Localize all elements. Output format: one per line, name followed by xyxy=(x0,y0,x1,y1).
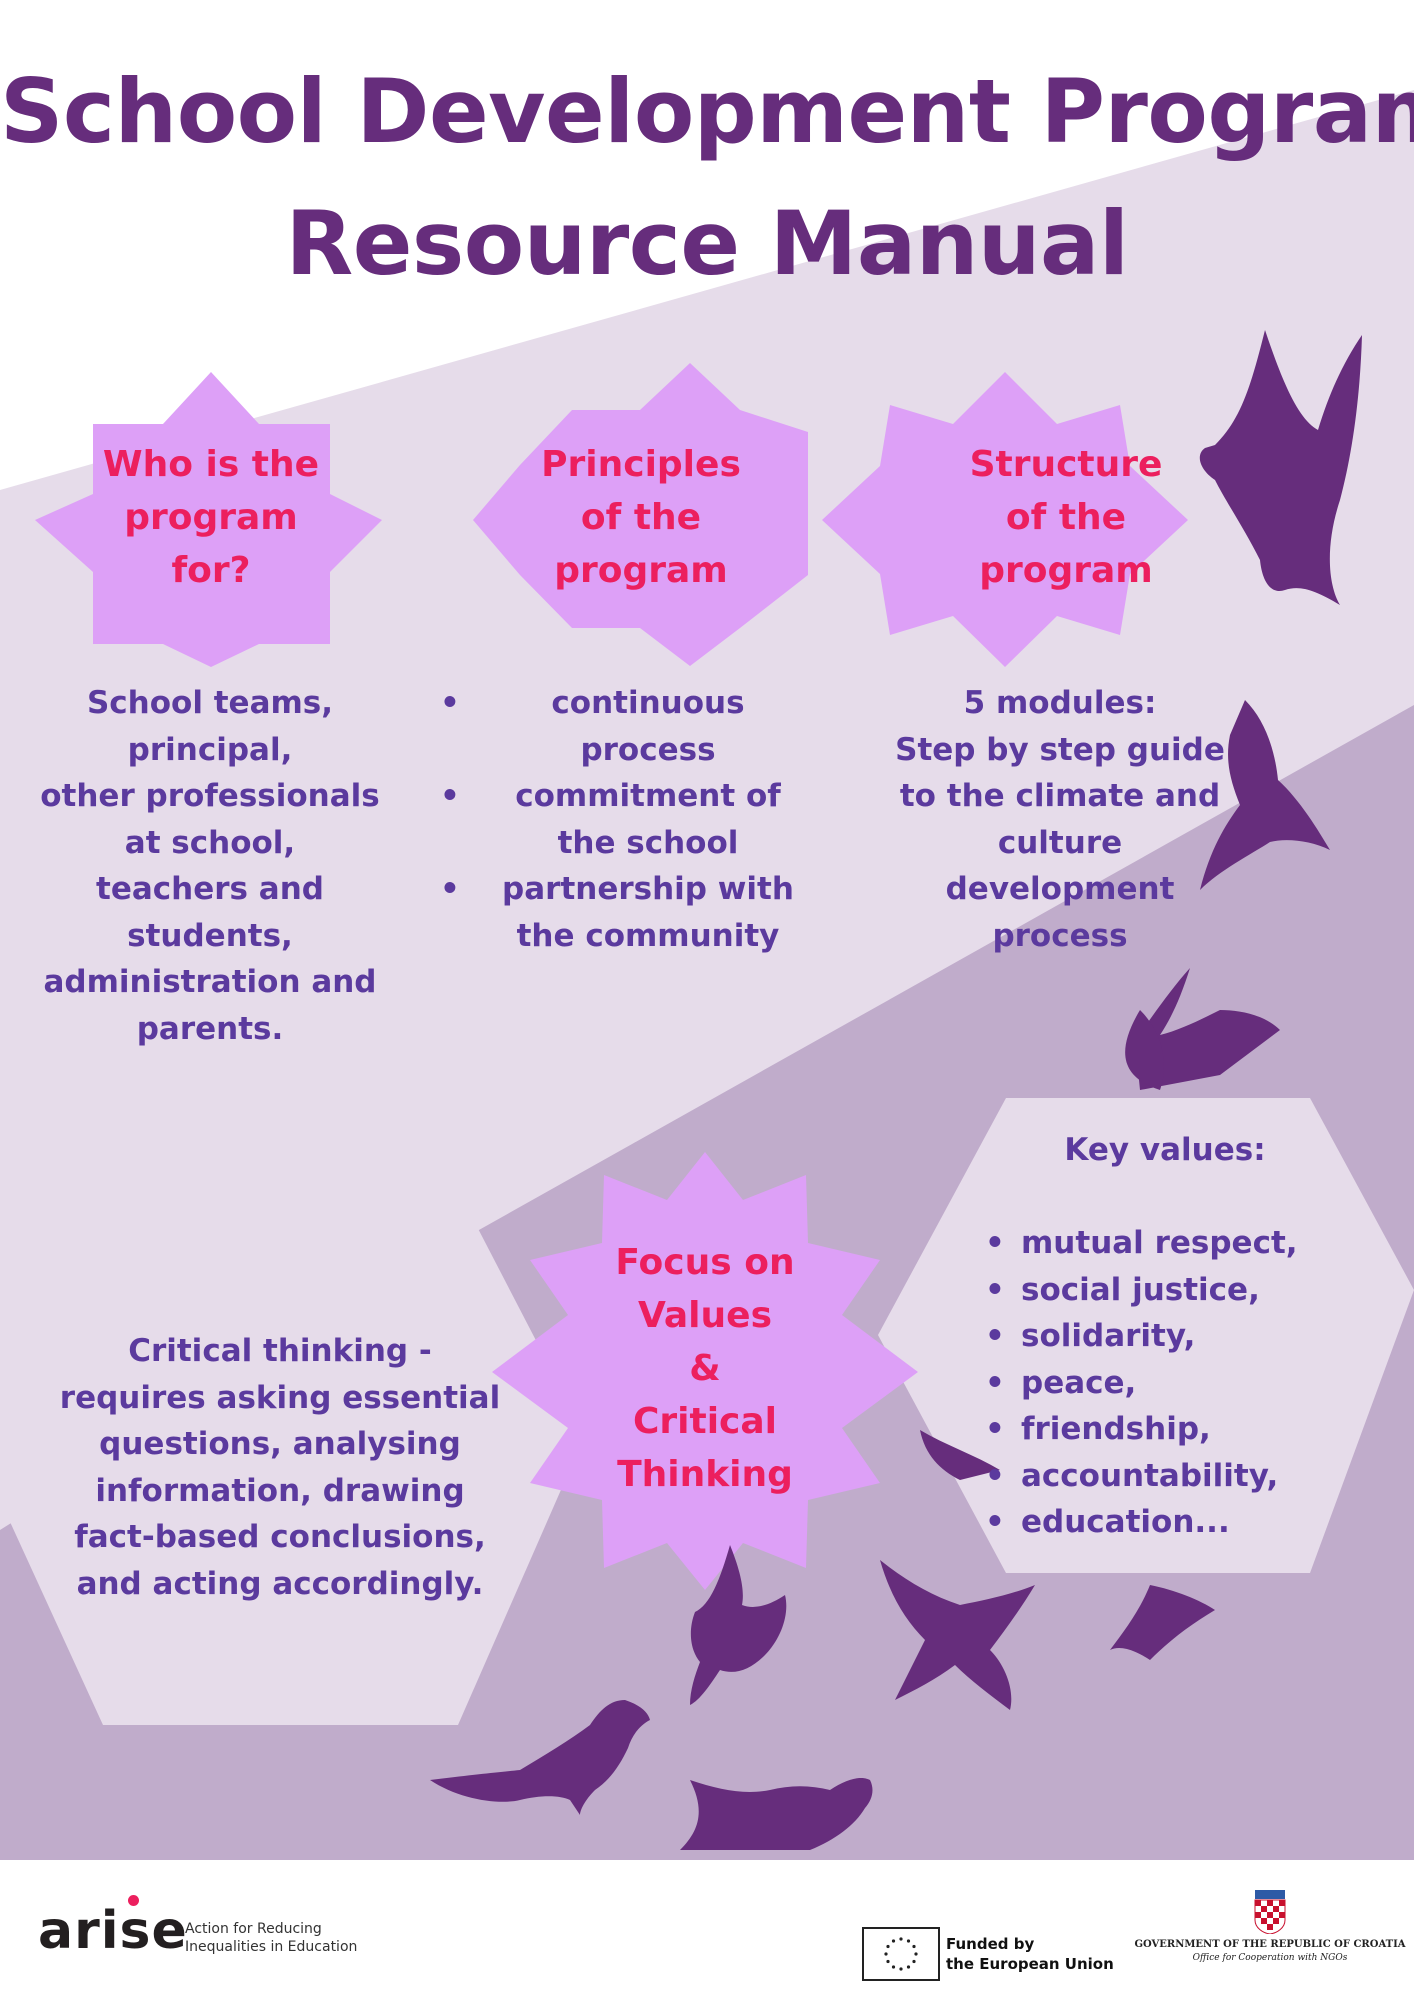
bird-flock xyxy=(430,330,1362,1850)
critical-thinking-body: Critical thinking - requires asking esse… xyxy=(59,1333,501,1602)
value-item: peace, xyxy=(985,1360,1325,1407)
eu-flag-icon xyxy=(862,1927,940,1981)
arise-tagline: Action for Reducing Inequalities in Educ… xyxy=(185,1921,358,1955)
value-item: education... xyxy=(985,1499,1325,1546)
value-item: friendship, xyxy=(985,1406,1325,1453)
bird-10 xyxy=(1110,1585,1215,1660)
page-title-line2: Resource Manual xyxy=(285,192,1129,295)
croatia-government-text: GOVERNMENT OF THE REPUBLIC OF CROATIA Of… xyxy=(1134,1939,1406,1963)
who-body: School teams, principal, other professio… xyxy=(40,685,380,1047)
structure-heading: Structure of the program xyxy=(969,444,1163,591)
principles-list: continuous process commitment of the sch… xyxy=(440,680,798,959)
principle-item: commitment of the school xyxy=(440,773,798,866)
value-item: accountability, xyxy=(985,1453,1325,1500)
value-item: mutual respect, xyxy=(985,1220,1325,1267)
bird-2 xyxy=(1200,700,1330,890)
value-item: solidarity, xyxy=(985,1313,1325,1360)
structure-body: 5 modules: Step by step guide to the cli… xyxy=(895,685,1225,954)
eu-funding-text: Funded by the European Union xyxy=(946,1935,1114,1973)
star-structure xyxy=(822,372,1188,667)
principle-item: continuous process xyxy=(440,680,798,773)
key-values-heading: Key values: xyxy=(1064,1132,1266,1168)
bird-8 xyxy=(430,1700,650,1815)
bird-4 xyxy=(1125,1010,1164,1090)
focus-heading: Focus on Values & Critical Thinking xyxy=(615,1242,795,1495)
principles-heading: Principles of the program xyxy=(541,444,741,591)
bird-7 xyxy=(690,1545,787,1705)
arise-logo-dot-icon xyxy=(128,1895,139,1906)
key-values-list: mutual respect, social justice, solidari… xyxy=(985,1220,1325,1546)
who-heading: Who is the program for? xyxy=(102,444,320,591)
principle-item: partnership with the community xyxy=(440,866,798,959)
croatia-coat-of-arms-icon xyxy=(1253,1890,1287,1935)
arise-logo: arise xyxy=(38,1901,188,1961)
star-who xyxy=(35,372,382,667)
star-principles xyxy=(473,363,808,666)
bird-5 xyxy=(920,1430,1000,1480)
bird-3 xyxy=(1135,968,1280,1090)
critical-thinking-hexagon xyxy=(0,1190,585,1725)
page-title-line1: School Development Program xyxy=(0,60,1414,163)
bird-1 xyxy=(1199,330,1362,605)
bird-9 xyxy=(680,1778,873,1850)
bird-6 xyxy=(880,1560,1035,1710)
value-item: social justice, xyxy=(985,1267,1325,1314)
footer xyxy=(0,1860,1414,2000)
star-focus xyxy=(492,1152,918,1590)
